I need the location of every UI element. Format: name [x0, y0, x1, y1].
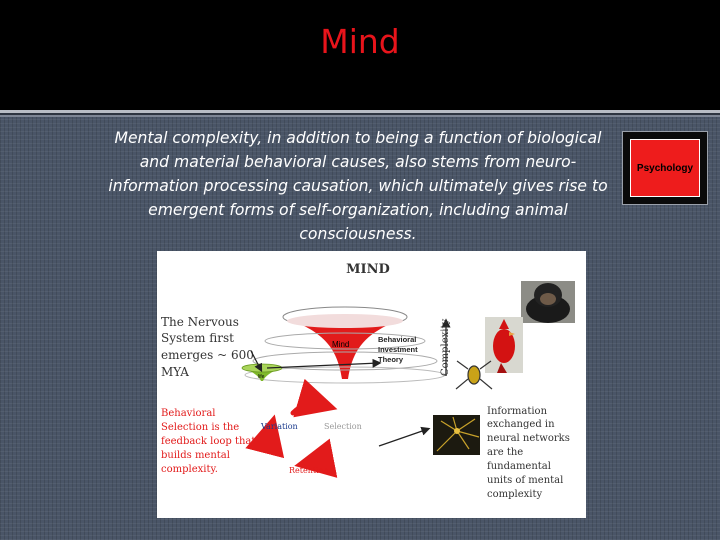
info-text: units of mental	[487, 475, 563, 486]
slide-body-text: Mental complexity, in addition to being …	[98, 126, 618, 246]
info-text: are the	[487, 447, 523, 458]
retention-label: Retention	[289, 466, 329, 475]
chimpanzee-image	[521, 281, 575, 323]
bit-label: Investment	[378, 345, 418, 354]
selection-label: Selection	[324, 422, 362, 431]
variation-label: Variation	[260, 422, 298, 431]
mind-diagram: MIND The Nervous System first emerges ~ …	[161, 262, 575, 500]
title-divider-light	[0, 110, 720, 113]
title-divider-dark	[0, 113, 720, 115]
selection-text: feedback loop that	[161, 436, 255, 447]
info-text: Information	[487, 406, 548, 417]
info-text: neural networks	[487, 433, 570, 444]
body-line: Mental complexity, in addition to being …	[114, 129, 602, 147]
info-text: fundamental	[487, 461, 551, 472]
funnel-label: Mind	[332, 340, 349, 349]
bit-label: Theory	[378, 355, 404, 364]
body-line: consciousness.	[299, 225, 417, 243]
selection-text: Selection is the	[161, 422, 239, 433]
selection-text: Behavioral	[161, 408, 215, 419]
body-line: and material behavioral causes, also ste…	[139, 153, 577, 171]
mind-figure: MIND The Nervous System first emerges ~ …	[157, 251, 586, 518]
body-line: emergent forms of self-organization, inc…	[148, 201, 568, 219]
spider-image	[455, 360, 493, 390]
nervous-system-text: emerges ~ 600	[161, 348, 254, 362]
title-divider-mid	[0, 115, 720, 117]
small-funnel-label: life	[258, 374, 265, 380]
info-text: complexity	[487, 489, 542, 500]
theory-connector-line	[266, 358, 382, 369]
body-line: information processing causation, which …	[108, 177, 608, 195]
nervous-system-text: MYA	[161, 365, 189, 379]
nervous-system-arrow	[250, 350, 263, 373]
selection-text: complexity.	[161, 464, 218, 475]
cycle-connector-line	[378, 426, 431, 447]
nervous-system-text: System first	[161, 331, 234, 345]
cycle-arrows	[245, 378, 338, 478]
title-bar: Mind	[0, 0, 720, 110]
info-text: exchanged in	[487, 419, 555, 430]
complexity-axis-label: Complexity	[440, 318, 451, 376]
selection-text: builds mental	[161, 450, 230, 461]
cardinal-image	[485, 317, 523, 373]
neurons-image	[433, 415, 480, 455]
figure-heading: MIND	[346, 262, 390, 277]
psychology-badge[interactable]: Psychology	[622, 131, 708, 205]
psychology-badge-inner: Psychology	[630, 139, 700, 197]
nervous-system-text: The Nervous	[161, 315, 239, 329]
slide-title: Mind	[320, 22, 400, 61]
bit-label: Behavioral	[378, 335, 416, 344]
psychology-badge-label: Psychology	[636, 162, 694, 174]
mind-funnel	[244, 306, 446, 384]
